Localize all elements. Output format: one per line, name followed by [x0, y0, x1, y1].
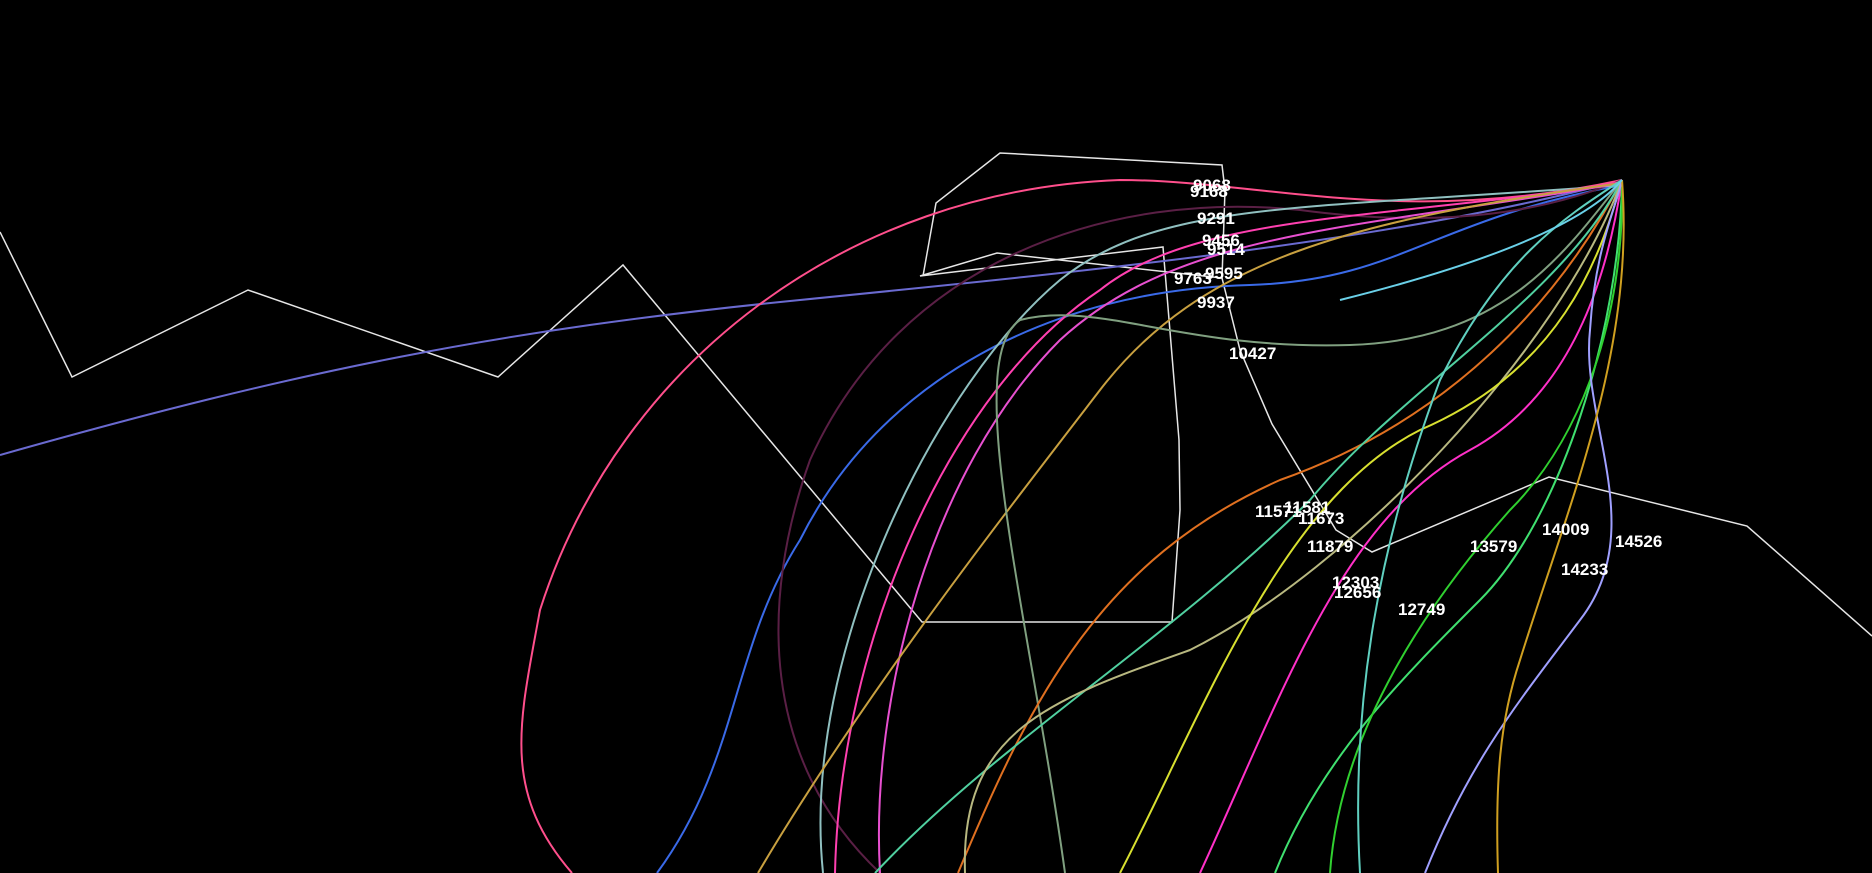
node-label-11673: 11673 — [1298, 509, 1344, 528]
trace-13 — [1119, 179, 1623, 873]
node-label-11571: 11571 — [1255, 502, 1301, 521]
trace-3 — [520, 178, 1623, 873]
trace-7 — [877, 182, 1623, 873]
node-label-9168: 9168 — [1190, 182, 1228, 201]
trace-12 — [963, 179, 1623, 873]
trace-5 — [819, 184, 1623, 873]
node-label-9068: 9068 — [1193, 176, 1231, 195]
trace-11 — [874, 179, 1623, 873]
trace-14 — [1199, 179, 1623, 873]
trace-6 — [834, 181, 1623, 873]
node-label-9763: 9763 — [1174, 269, 1212, 288]
trace-20 — [1339, 179, 1623, 301]
trace-15 — [1274, 179, 1623, 873]
outline-path-right — [1221, 277, 1872, 637]
node-label-9514: 9514 — [1207, 240, 1245, 259]
node-label-10427: 10427 — [1229, 344, 1276, 363]
trace-18 — [1424, 179, 1623, 873]
outline-path-left — [0, 152, 1226, 623]
trace-9 — [995, 179, 1623, 873]
node-label-14233: 14233 — [1561, 560, 1608, 579]
outline-paths — [0, 152, 1872, 637]
node-label-14526: 14526 — [1615, 532, 1662, 551]
trace-8 — [757, 182, 1623, 873]
node-label-9937: 9937 — [1197, 293, 1235, 312]
trace-4 — [777, 179, 1623, 873]
trace-1 — [0, 179, 1623, 456]
trace-2 — [656, 184, 1623, 873]
node-label-9456: 9456 — [1202, 231, 1240, 250]
node-label-11581: 11581 — [1284, 498, 1330, 517]
node-label-12656: 12656 — [1334, 583, 1381, 602]
node-label-12749: 12749 — [1398, 600, 1445, 619]
node-label-14009: 14009 — [1542, 520, 1589, 539]
node-labels: 9068 9168 9291 9456 9514 9595 9763 9937 … — [1174, 176, 1662, 619]
trace-19 — [1496, 179, 1625, 873]
node-label-9291: 9291 — [1197, 209, 1235, 228]
node-label-12303: 12303 — [1332, 573, 1379, 592]
node-label-9595: 9595 — [1205, 264, 1243, 283]
trajectory-traces — [0, 178, 1625, 873]
node-label-13579: 13579 — [1470, 537, 1517, 556]
node-label-11879: 11879 — [1307, 537, 1353, 556]
